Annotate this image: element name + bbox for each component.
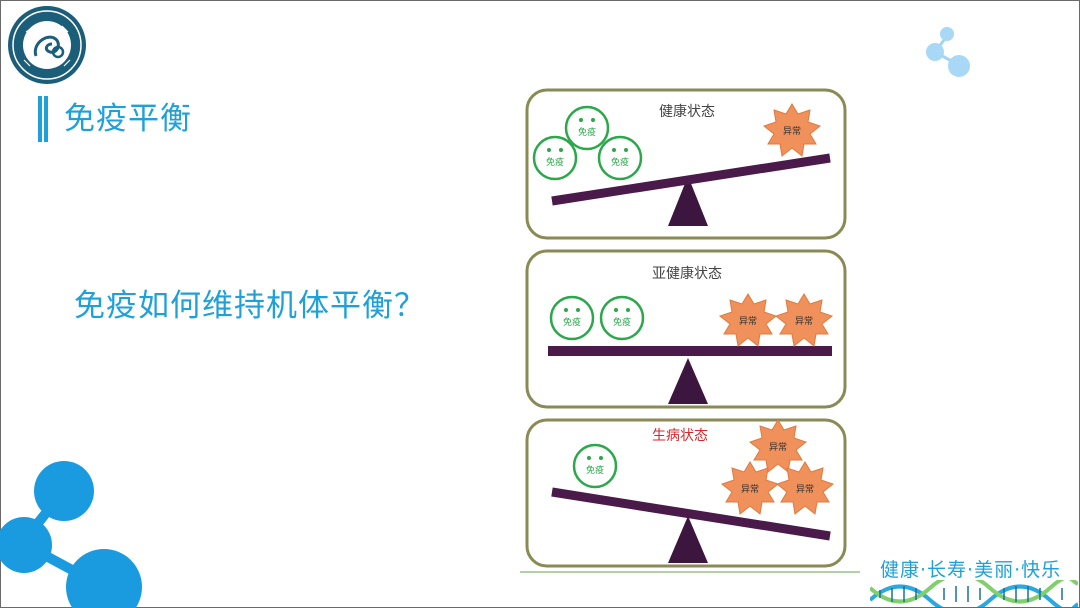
molecule-small-icon: [926, 27, 970, 77]
dna-helix-icon: [870, 580, 1078, 607]
immune-cell-icon: 免疫: [599, 295, 645, 341]
slogan-text: 健康·长寿·美丽·快乐: [880, 559, 1062, 581]
svg-text:免疫: 免疫: [563, 316, 581, 328]
svg-text:异常: 异常: [769, 441, 787, 453]
panel-sick-label: 生病状态: [652, 428, 708, 444]
title-accent-bar: [38, 96, 49, 142]
question-text: 免疫如何维持机体平衡？: [74, 288, 426, 324]
svg-text:免疫: 免疫: [578, 126, 596, 138]
immune-cell-icon: 免疫: [532, 135, 578, 181]
panel-healthy-label: 健康状态: [659, 103, 715, 120]
abnormal-cell-icon: 异常: [776, 461, 834, 515]
immune-cell-icon: 免疫: [597, 135, 643, 181]
immune-cell-icon: 免疫: [564, 105, 610, 151]
logo-seal-icon: [8, 6, 86, 84]
balance-panels: 健康状态 免疫 免疫 免疫 异常 亚健康状态 免疫 免疫 异常 异常 生病状态 …: [520, 86, 860, 576]
svg-text:异常: 异常: [741, 483, 759, 495]
svg-text:异常: 异常: [783, 125, 801, 137]
abnormal-cell-icon: 异常: [721, 461, 779, 515]
svg-text:免疫: 免疫: [613, 316, 631, 328]
balance-diagram: 健康状态 免疫 免疫 免疫 异常 亚健康状态 免疫 免疫 异常 异常 生病状态 …: [520, 88, 860, 573]
abnormal-cell-icon: 异常: [719, 293, 777, 347]
company-logo: [6, 4, 88, 86]
panel-sick: 生病状态 免疫 异常 异常 异常: [525, 418, 847, 568]
svg-text:免疫: 免疫: [546, 156, 564, 168]
abnormal-cell-icon: 异常: [775, 293, 833, 347]
svg-text:异常: 异常: [796, 483, 814, 495]
svg-text:异常: 异常: [795, 315, 813, 327]
panel-subhealthy-label: 亚健康状态: [652, 265, 722, 282]
immune-cell-icon: 免疫: [572, 443, 618, 489]
panel-subhealthy: 亚健康状态 免疫 免疫 异常 异常: [525, 249, 847, 409]
svg-text:免疫: 免疫: [611, 156, 629, 168]
immune-cell-icon: 免疫: [549, 295, 595, 341]
svg-text:免疫: 免疫: [586, 464, 604, 476]
svg-text:异常: 异常: [739, 315, 757, 327]
panel-healthy: 健康状态 免疫 免疫 免疫 异常: [525, 88, 847, 240]
abnormal-cell-icon: 异常: [749, 419, 807, 473]
abnormal-cell-icon: 异常: [763, 103, 821, 157]
page-title: 免疫平衡: [64, 101, 192, 137]
molecule-large-icon: [0, 461, 142, 608]
